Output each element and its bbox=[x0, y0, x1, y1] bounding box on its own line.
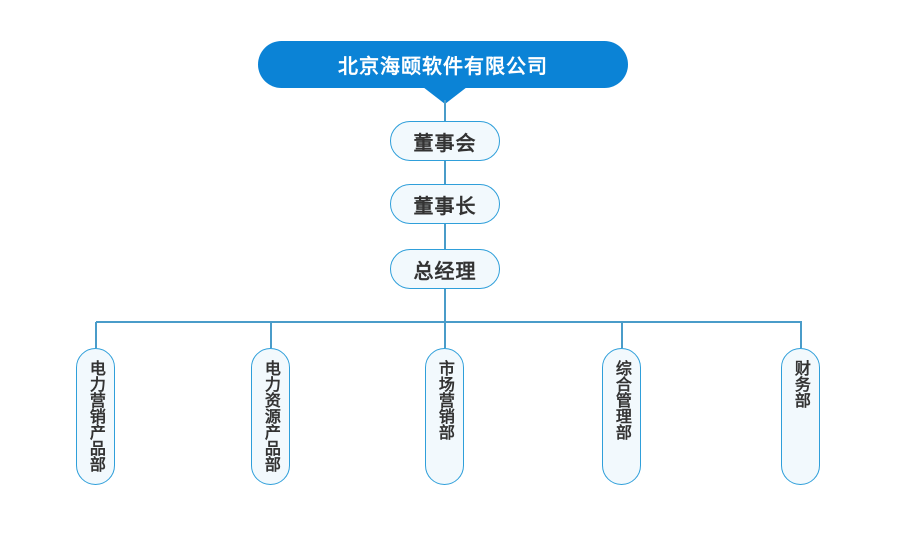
node-dept-power-marketing-products: 电力营销产品部 bbox=[76, 348, 115, 485]
drop-line-dept-1 bbox=[95, 322, 97, 348]
connector-gm-to-branch bbox=[444, 289, 446, 322]
node-label: 总经理 bbox=[413, 258, 477, 283]
dept-label: 财务部 bbox=[791, 360, 811, 408]
node-company-root: 北京海颐软件有限公司 bbox=[258, 41, 628, 88]
dept-label: 电力资源产品部 bbox=[261, 360, 281, 472]
node-label: 董事会 bbox=[413, 130, 477, 155]
node-dept-finance: 财务部 bbox=[781, 348, 820, 485]
node-label: 董事长 bbox=[413, 193, 477, 218]
node-chairman: 董事长 bbox=[390, 184, 500, 224]
drop-line-dept-5 bbox=[800, 322, 802, 348]
connector-board-to-chairman bbox=[444, 160, 446, 184]
drop-line-dept-2 bbox=[270, 322, 272, 348]
node-dept-power-resource-products: 电力资源产品部 bbox=[251, 348, 290, 485]
node-board-of-directors: 董事会 bbox=[390, 121, 500, 161]
node-dept-marketing: 市场营销部 bbox=[425, 348, 464, 485]
dept-label: 电力营销产品部 bbox=[86, 360, 106, 472]
company-name: 北京海颐软件有限公司 bbox=[338, 54, 548, 78]
dept-label: 综合管理部 bbox=[612, 360, 632, 440]
node-dept-general-management: 综合管理部 bbox=[602, 348, 641, 485]
root-pointer-arrow bbox=[423, 87, 467, 104]
connector-root-to-board bbox=[444, 100, 446, 121]
drop-line-dept-3 bbox=[444, 322, 446, 348]
branch-rail-line bbox=[96, 321, 802, 323]
drop-line-dept-4 bbox=[621, 322, 623, 348]
connector-chairman-to-gm bbox=[444, 224, 446, 249]
dept-label: 市场营销部 bbox=[435, 360, 455, 440]
node-general-manager: 总经理 bbox=[390, 249, 500, 289]
